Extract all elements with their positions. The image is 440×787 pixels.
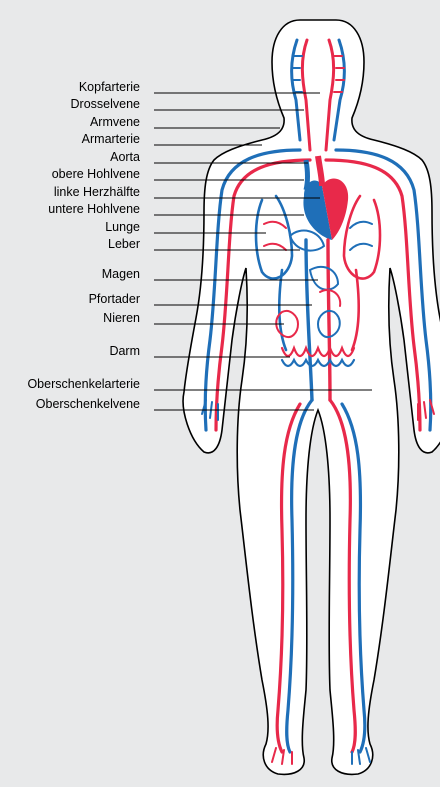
label-obere-hohlvene: obere Hohlvene — [52, 167, 140, 181]
label-oberschenkelarterie: Oberschenkelarterie — [27, 377, 140, 391]
label-armarterie: Armarterie — [82, 132, 140, 146]
label-oberschenkelvene: Oberschenkelvene — [36, 397, 140, 411]
label-pfortader: Pfortader — [89, 292, 140, 306]
label-linke-herzhaelfte: linke Herzhälfte — [54, 185, 140, 199]
label-armvene: Armvene — [90, 115, 140, 129]
label-darm: Darm — [109, 344, 140, 358]
label-aorta: Aorta — [110, 150, 140, 164]
label-kopfarterie: Kopfarterie — [79, 80, 140, 94]
label-leber: Leber — [108, 237, 140, 251]
label-magen: Magen — [102, 267, 140, 281]
label-lunge: Lunge — [105, 220, 140, 234]
label-drosselvene: Drosselvene — [71, 97, 140, 111]
label-untere-hohlvene: untere Hohlvene — [48, 202, 140, 216]
label-nieren: Nieren — [103, 311, 140, 325]
